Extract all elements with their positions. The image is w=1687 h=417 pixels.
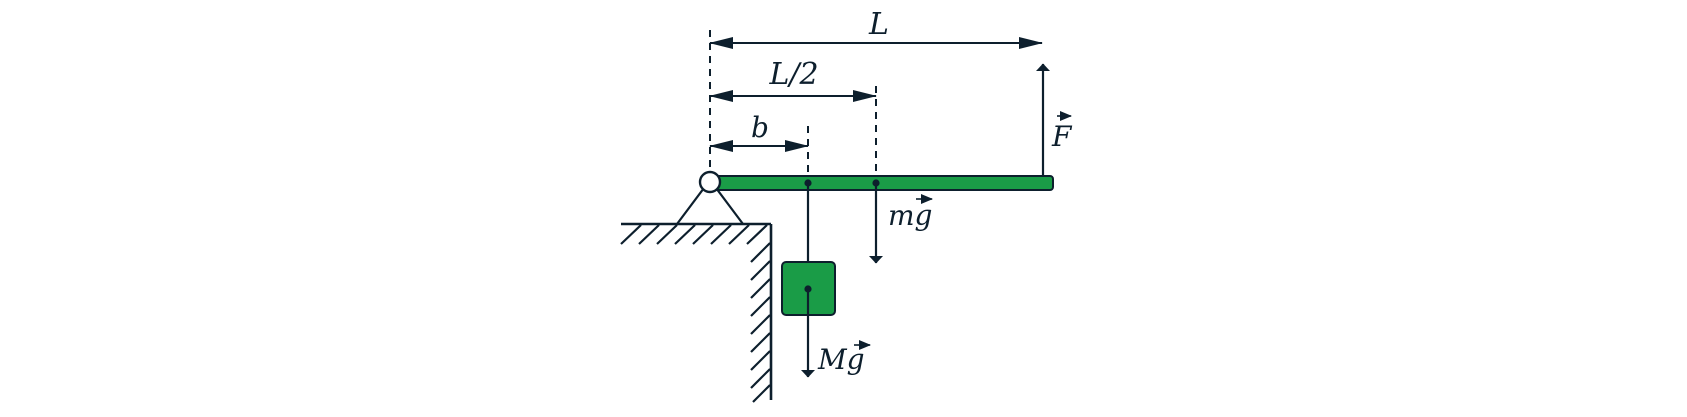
pivot-hinge (698, 170, 722, 194)
dimension-l-label: L (868, 7, 889, 42)
rod-weight-label: mg (888, 199, 932, 232)
reference-lines (709, 30, 877, 176)
ground (620, 222, 773, 403)
force-f-label: F (1051, 120, 1073, 153)
block-weight-label: Mg (817, 343, 865, 376)
rod-center-dot (872, 179, 880, 187)
string-attach-dot (804, 179, 812, 187)
block-center-dot (804, 285, 812, 293)
dimension-b-label: b (751, 111, 769, 144)
dimension-l-half-label: L/2 (768, 57, 818, 92)
rod (711, 175, 1054, 191)
